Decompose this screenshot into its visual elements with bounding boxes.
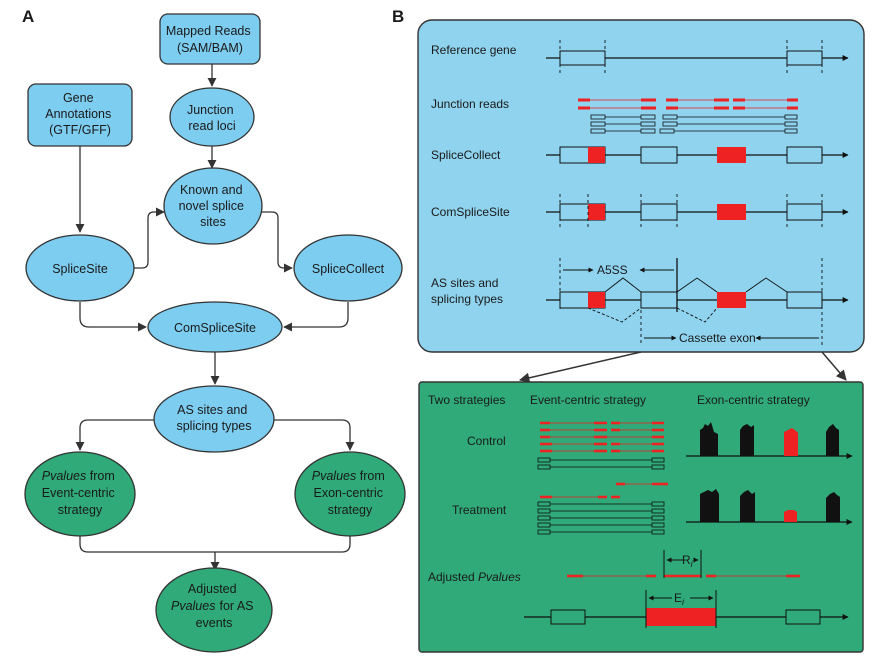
row-comsplicesite: ComSpliceSite (431, 205, 510, 219)
row-reference-gene: Reference gene (431, 43, 517, 57)
gene-annotations-text: Gene Annotations (GTF/GFF) (45, 91, 115, 137)
splicecollect-track (546, 146, 849, 164)
row-junction-reads: Junction reads (431, 97, 509, 111)
gene-annotations-box (27, 83, 133, 147)
splicesite-text: SpliceSite (52, 262, 108, 276)
ei-label: Ei (674, 591, 685, 607)
two-strategies-label: Two strategies (428, 393, 505, 407)
pvalues-event-text: Pvalues from Event-centric strategy (42, 469, 118, 517)
as-sites-node (153, 385, 275, 453)
treatment-label: Treatment (452, 503, 507, 517)
junction-read-loci-text: Junction read loci (187, 103, 237, 133)
adjusted-node (155, 567, 273, 653)
pvalues-exon-text: Pvalues from Exon-centric strategy (312, 469, 388, 517)
known-novel-text: Known and novel splice sites (179, 183, 248, 229)
known-novel-node (163, 167, 263, 245)
row-as-sites-1: AS sites and (431, 276, 498, 290)
link-to-exon (821, 351, 847, 381)
adjusted-gene-track (524, 590, 849, 628)
panel-a-connectors (75, 64, 355, 571)
splicecollect-text: SpliceCollect (312, 262, 385, 276)
panel-a-label: A (22, 7, 34, 26)
comsplicesite-text: ComSpliceSite (174, 321, 256, 335)
adjusted-reads (567, 550, 800, 578)
reference-gene-track (546, 40, 849, 76)
control-event-reads (537, 421, 665, 470)
comsplicesite-node (147, 301, 283, 353)
as-sites-track (546, 258, 849, 345)
event-centric-label: Event-centric strategy (530, 393, 646, 407)
as-sites-text: AS sites and splicing types (176, 403, 251, 433)
pvalues-exon-node (294, 451, 406, 537)
adjusted-pvalues-label: Adjusted Pvalues (428, 570, 521, 584)
junction-read-loci-node (169, 87, 255, 147)
treatment-event-reads (537, 482, 668, 535)
comsplicesite-track (546, 194, 849, 230)
a5ss-label: A5SS (597, 263, 628, 277)
mapped-reads-box (159, 13, 261, 65)
row-splicecollect: SpliceCollect (431, 148, 501, 162)
splicecollect-node (293, 234, 403, 302)
link-to-event (518, 351, 642, 383)
junction-reads (578, 98, 798, 134)
splicesite-node (25, 234, 135, 302)
control-coverage (686, 422, 853, 459)
row-as-sites-2: splicing types (431, 292, 503, 306)
ri-label: Ri (682, 553, 694, 569)
panel-b-label: B (392, 7, 404, 26)
cassette-exon-label: Cassette exon (679, 331, 756, 345)
pvalues-event-node (24, 451, 136, 537)
exon-centric-label: Exon-centric strategy (697, 393, 810, 407)
control-label: Control (467, 434, 506, 448)
treatment-coverage (686, 489, 853, 525)
mapped-reads-text: Mapped Reads (SAM/BAM) (166, 24, 254, 55)
